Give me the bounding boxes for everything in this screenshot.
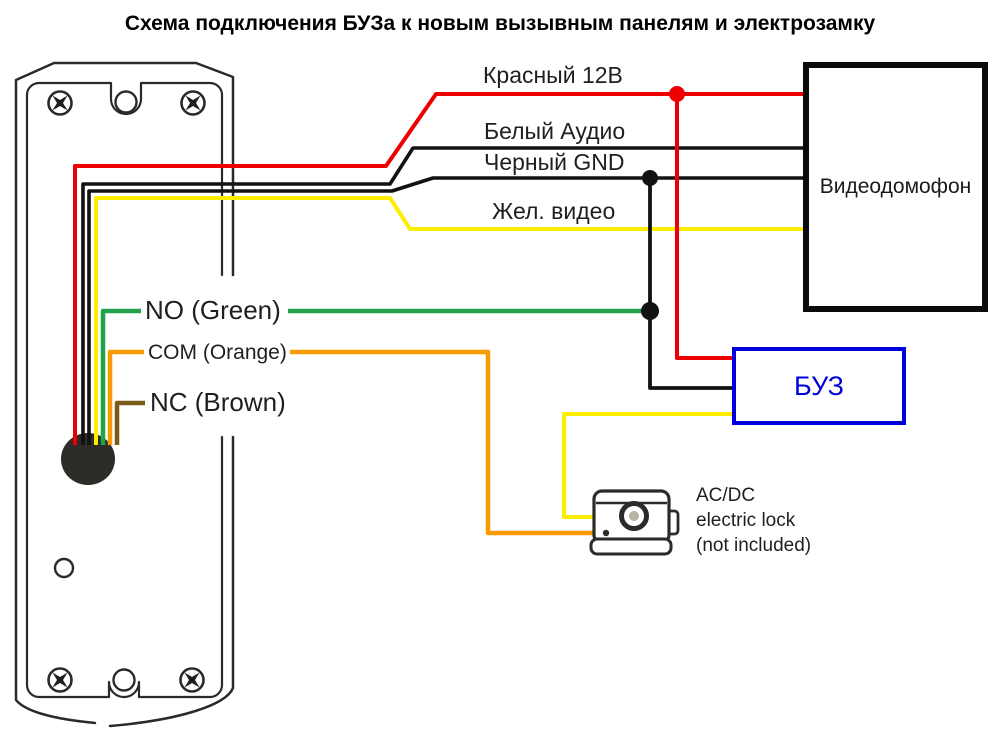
wire-label-black-gnd: Черный GND: [484, 149, 625, 175]
panel-bottom-hole: [112, 668, 136, 692]
electric-lock-icon: [589, 489, 680, 556]
intercom-box: Видеодомофон: [803, 62, 988, 312]
lock-bottom-plate: [589, 537, 673, 556]
screw-icon: [180, 90, 206, 116]
wire-brown-nc-stub: [114, 400, 145, 445]
screw-icon: [47, 667, 73, 693]
electric-lock-caption: AC/DC electric lock (not included): [696, 483, 811, 558]
wire-black-branch-buz: [648, 178, 734, 390]
wire-orange-com-stub: [107, 349, 144, 445]
wire-yellow-video: [94, 196, 806, 445]
diagram-title: Схема подключения БУЗа к новым вызывным …: [124, 12, 876, 35]
junction-dot-green: [641, 302, 659, 320]
panel-top-hole: [114, 90, 138, 114]
screw-icon: [179, 667, 205, 693]
wire-yellow-buz-lock: [562, 412, 734, 519]
lock-caption-line1: AC/DC: [696, 485, 756, 506]
wire-label-white-audio: Белый Аудио: [484, 118, 626, 144]
junction-dot-gnd: [642, 170, 658, 186]
junction-dot-red: [669, 86, 685, 102]
buz-label: БУЗ: [794, 370, 844, 401]
wire-white-audio: [81, 146, 806, 445]
cable-gland-blob: [61, 433, 115, 485]
panel-inner-outline: [25, 81, 224, 699]
wire-red-12v: [73, 92, 806, 445]
wire-orange-com: [284, 349, 597, 536]
lock-caption-line2: electric lock: [696, 510, 796, 531]
wire-label-nc-brown: NC (Brown): [147, 388, 289, 417]
screw-icon: [47, 90, 73, 116]
lock-caption-line3: (not included): [696, 535, 812, 556]
wire-green-no-stub: [100, 308, 141, 445]
panel-screws: [47, 90, 206, 693]
lock-cylinder-inner: [629, 511, 639, 521]
wire-label-com-orange: COM (Orange): [145, 341, 290, 365]
buz-box: БУЗ: [732, 347, 906, 425]
wire-red-branch-buz: [675, 94, 734, 360]
call-panel-outline: [14, 61, 235, 728]
wire-label-yellow-video: Жел. видео: [492, 198, 616, 224]
panel-outer-outline: [14, 61, 235, 728]
wire-label-no-green: NO (Green): [142, 296, 284, 325]
intercom-label: Видеодомофон: [819, 175, 972, 198]
panel-small-hole: [53, 557, 75, 579]
wire-label-red-12v: Красный 12В: [483, 62, 623, 88]
lock-screw-dot: [602, 529, 610, 537]
wire-black-gnd: [87, 176, 806, 445]
